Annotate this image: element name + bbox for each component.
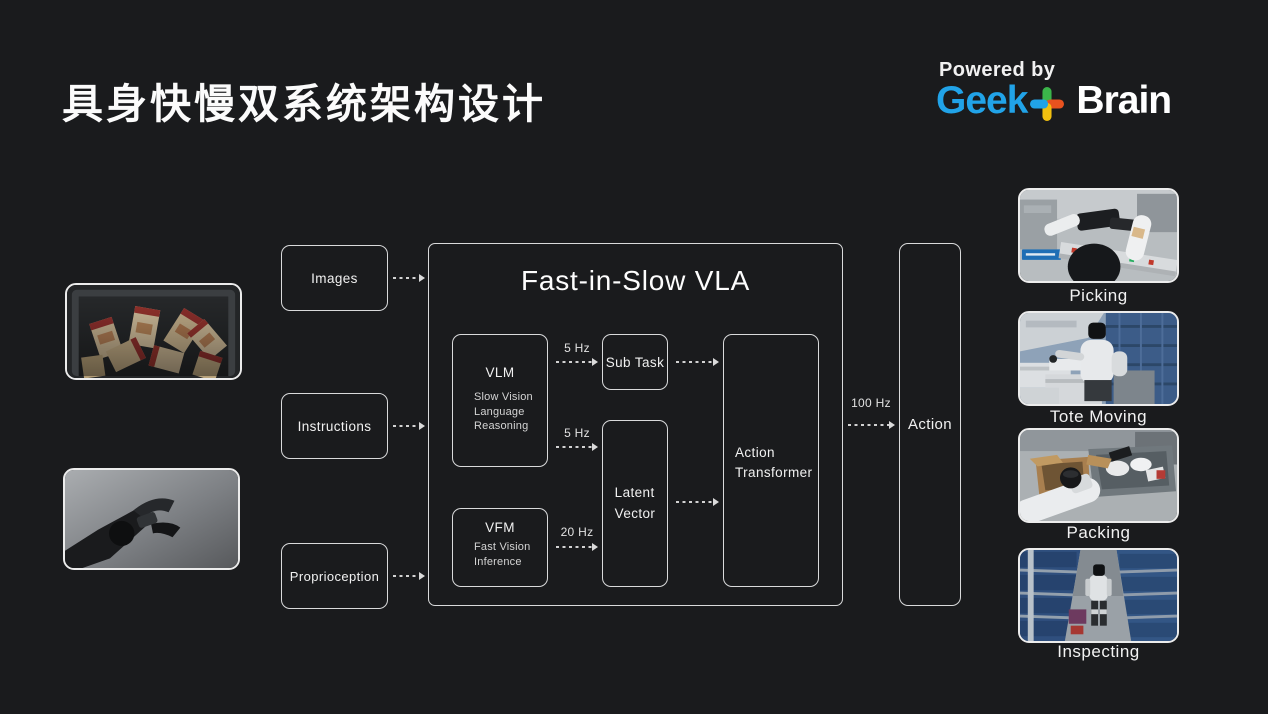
arrow-latent-to-transformer [676,498,719,506]
rate-label-5hz-latent: 5 Hz [564,426,590,440]
page-title: 具身快慢双系统架构设计 [62,81,546,127]
brand-logo: Geek Brain [936,79,1172,123]
photo-picking [1018,188,1179,283]
photo-inspecting [1018,548,1179,643]
arrow-subtask-to-transformer [676,358,719,366]
photo-packing [1018,428,1179,523]
container-title: Fast-in-Slow VLA [520,265,751,296]
rate-label-100hz: 100 Hz [851,396,891,410]
arrow-images-to-vla [393,274,425,282]
photo-robot-gripper [63,468,240,570]
powered-by-label: Powered by [939,59,1056,81]
rate-label-5hz-subtask: 5 Hz [564,341,590,355]
caption-tote-moving: Tote Moving [1049,407,1148,426]
rate-label-20hz: 20 Hz [560,525,594,539]
node-vlm-title: VLM [485,365,515,380]
node-images: Images [281,245,388,311]
node-instructions: Instructions [281,393,388,459]
arrow-instructions-to-vla [393,422,425,430]
container-fast-in-slow-vla [428,243,843,606]
node-proprioception-label: Proprioception [289,568,380,584]
caption-inspecting: Inspecting [1057,642,1140,661]
arrow-vla-to-action [848,421,895,429]
node-proprioception: Proprioception [281,543,388,609]
node-vfm-title: VFM [485,520,515,535]
photo-cookie-bags-in-tote [65,283,242,380]
geekplus-logo-text: Geek [936,79,1028,122]
geekplus-plus-icon [1030,87,1065,121]
node-action: Action [899,243,961,606]
node-action-label: Action [907,416,953,433]
arrow-vfm-to-latent [556,543,598,551]
brain-logo-text: Brain [1076,79,1172,122]
arrow-vlm-to-latent [556,443,598,451]
node-images-label: Images [311,270,358,286]
arrow-vlm-to-subtask [556,358,598,366]
photo-tote-moving [1018,311,1179,406]
node-instructions-label: Instructions [297,418,372,434]
node-sub-task-label: Sub Task [605,354,665,370]
caption-packing: Packing [1066,523,1131,542]
node-sub-task: Sub Task [602,334,668,390]
arrow-proprioception-to-vla [393,572,425,580]
caption-picking: Picking [1069,286,1128,305]
